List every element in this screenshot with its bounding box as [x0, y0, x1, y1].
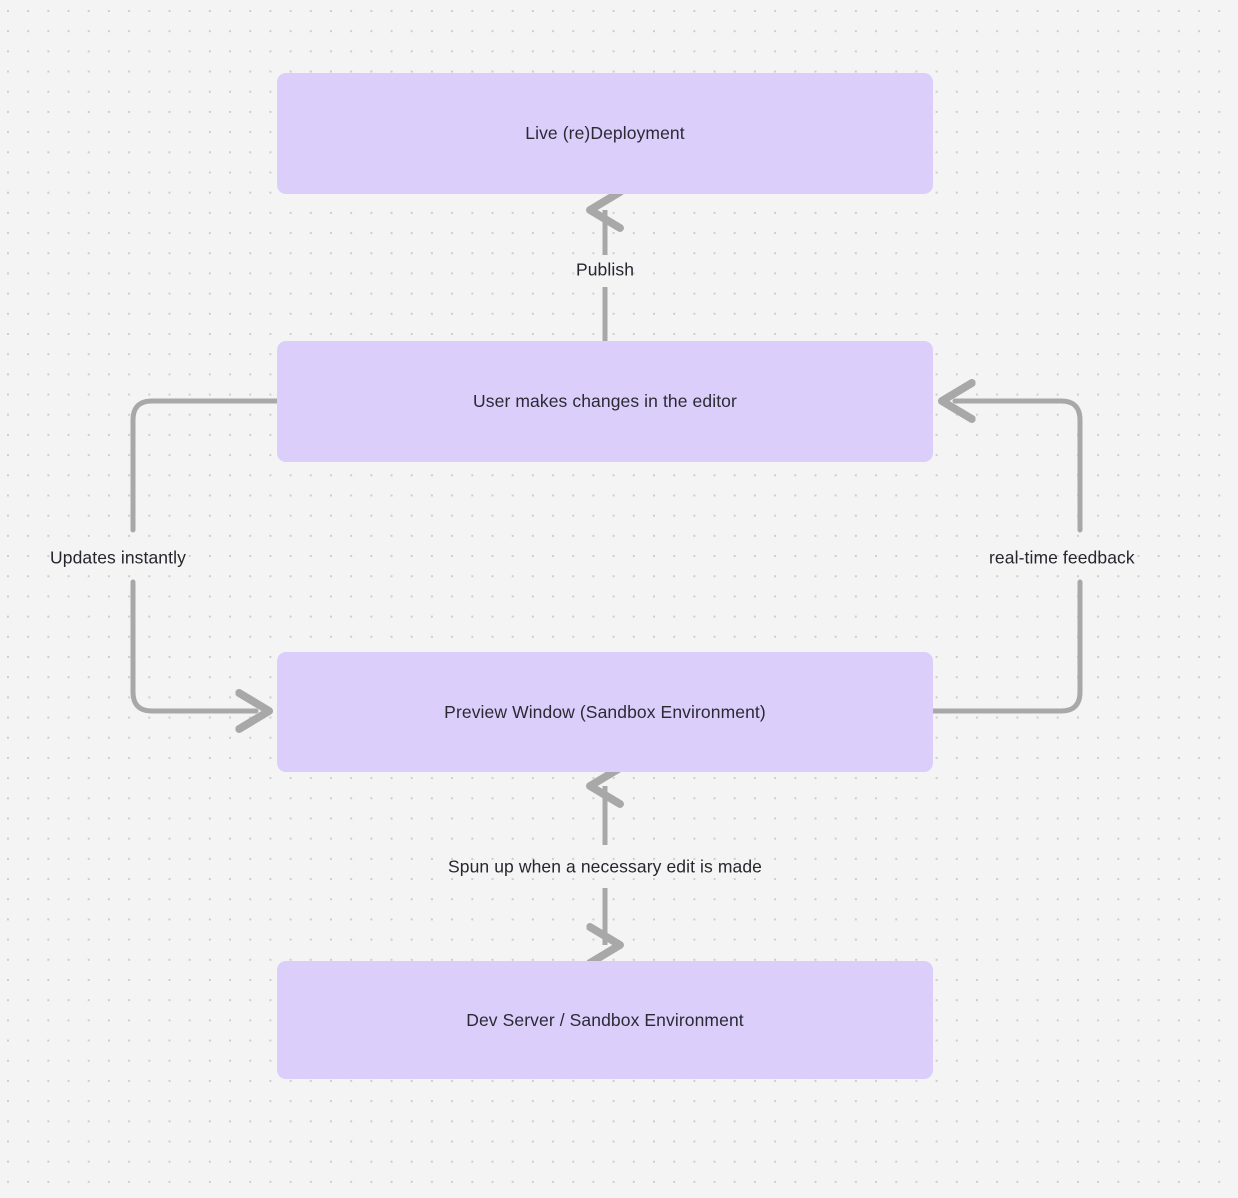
node-user-edits-label: User makes changes in the editor — [473, 391, 737, 412]
edge-label-real-time-feedback: real-time feedback — [989, 547, 1135, 568]
node-live-deployment-label: Live (re)Deployment — [525, 123, 685, 144]
node-preview-window-label: Preview Window (Sandbox Environment) — [444, 701, 766, 722]
node-preview-window[interactable]: Preview Window (Sandbox Environment) — [277, 652, 933, 772]
node-live-deployment[interactable]: Live (re)Deployment — [277, 73, 933, 194]
edge-label-updates-instantly: Updates instantly — [50, 547, 186, 568]
node-dev-server-label: Dev Server / Sandbox Environment — [466, 1009, 744, 1030]
edge-label-spun-up: Spun up when a necessary edit is made — [447, 856, 763, 877]
node-user-edits[interactable]: User makes changes in the editor — [277, 341, 933, 462]
edge-label-publish: Publish — [575, 259, 635, 280]
node-dev-server[interactable]: Dev Server / Sandbox Environment — [277, 961, 933, 1079]
